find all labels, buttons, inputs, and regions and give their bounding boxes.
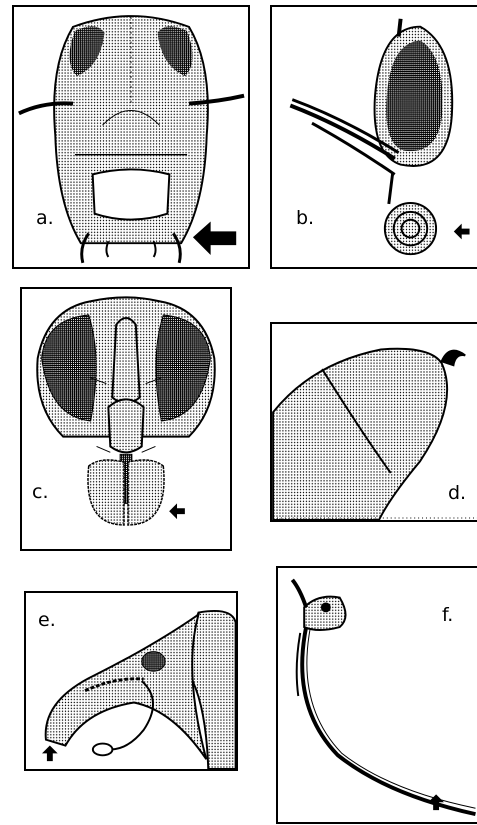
abdomen-tip-illustration bbox=[272, 324, 477, 520]
panel-c: c. bbox=[20, 287, 232, 551]
panel-label-f: f. bbox=[442, 604, 453, 626]
arrow-left-icon bbox=[454, 224, 470, 240]
panel-f: f. bbox=[276, 566, 477, 824]
panel-label-e: e. bbox=[38, 609, 56, 631]
panel-label-c: c. bbox=[32, 481, 49, 503]
panel-e: e. bbox=[24, 591, 238, 771]
panel-d: d. bbox=[270, 322, 477, 522]
panel-a: a. bbox=[12, 5, 250, 269]
panel-label-d: d. bbox=[448, 482, 466, 504]
arrow-left-icon bbox=[169, 503, 185, 519]
head-side-illustration bbox=[26, 593, 236, 769]
arrow-up-icon bbox=[42, 746, 58, 762]
panel-b: b. bbox=[270, 5, 477, 269]
panel-label-a: a. bbox=[36, 207, 54, 229]
arrow-left-icon bbox=[193, 222, 236, 255]
panel-label-b: b. bbox=[296, 207, 314, 229]
fly-head-illustration bbox=[22, 289, 230, 549]
